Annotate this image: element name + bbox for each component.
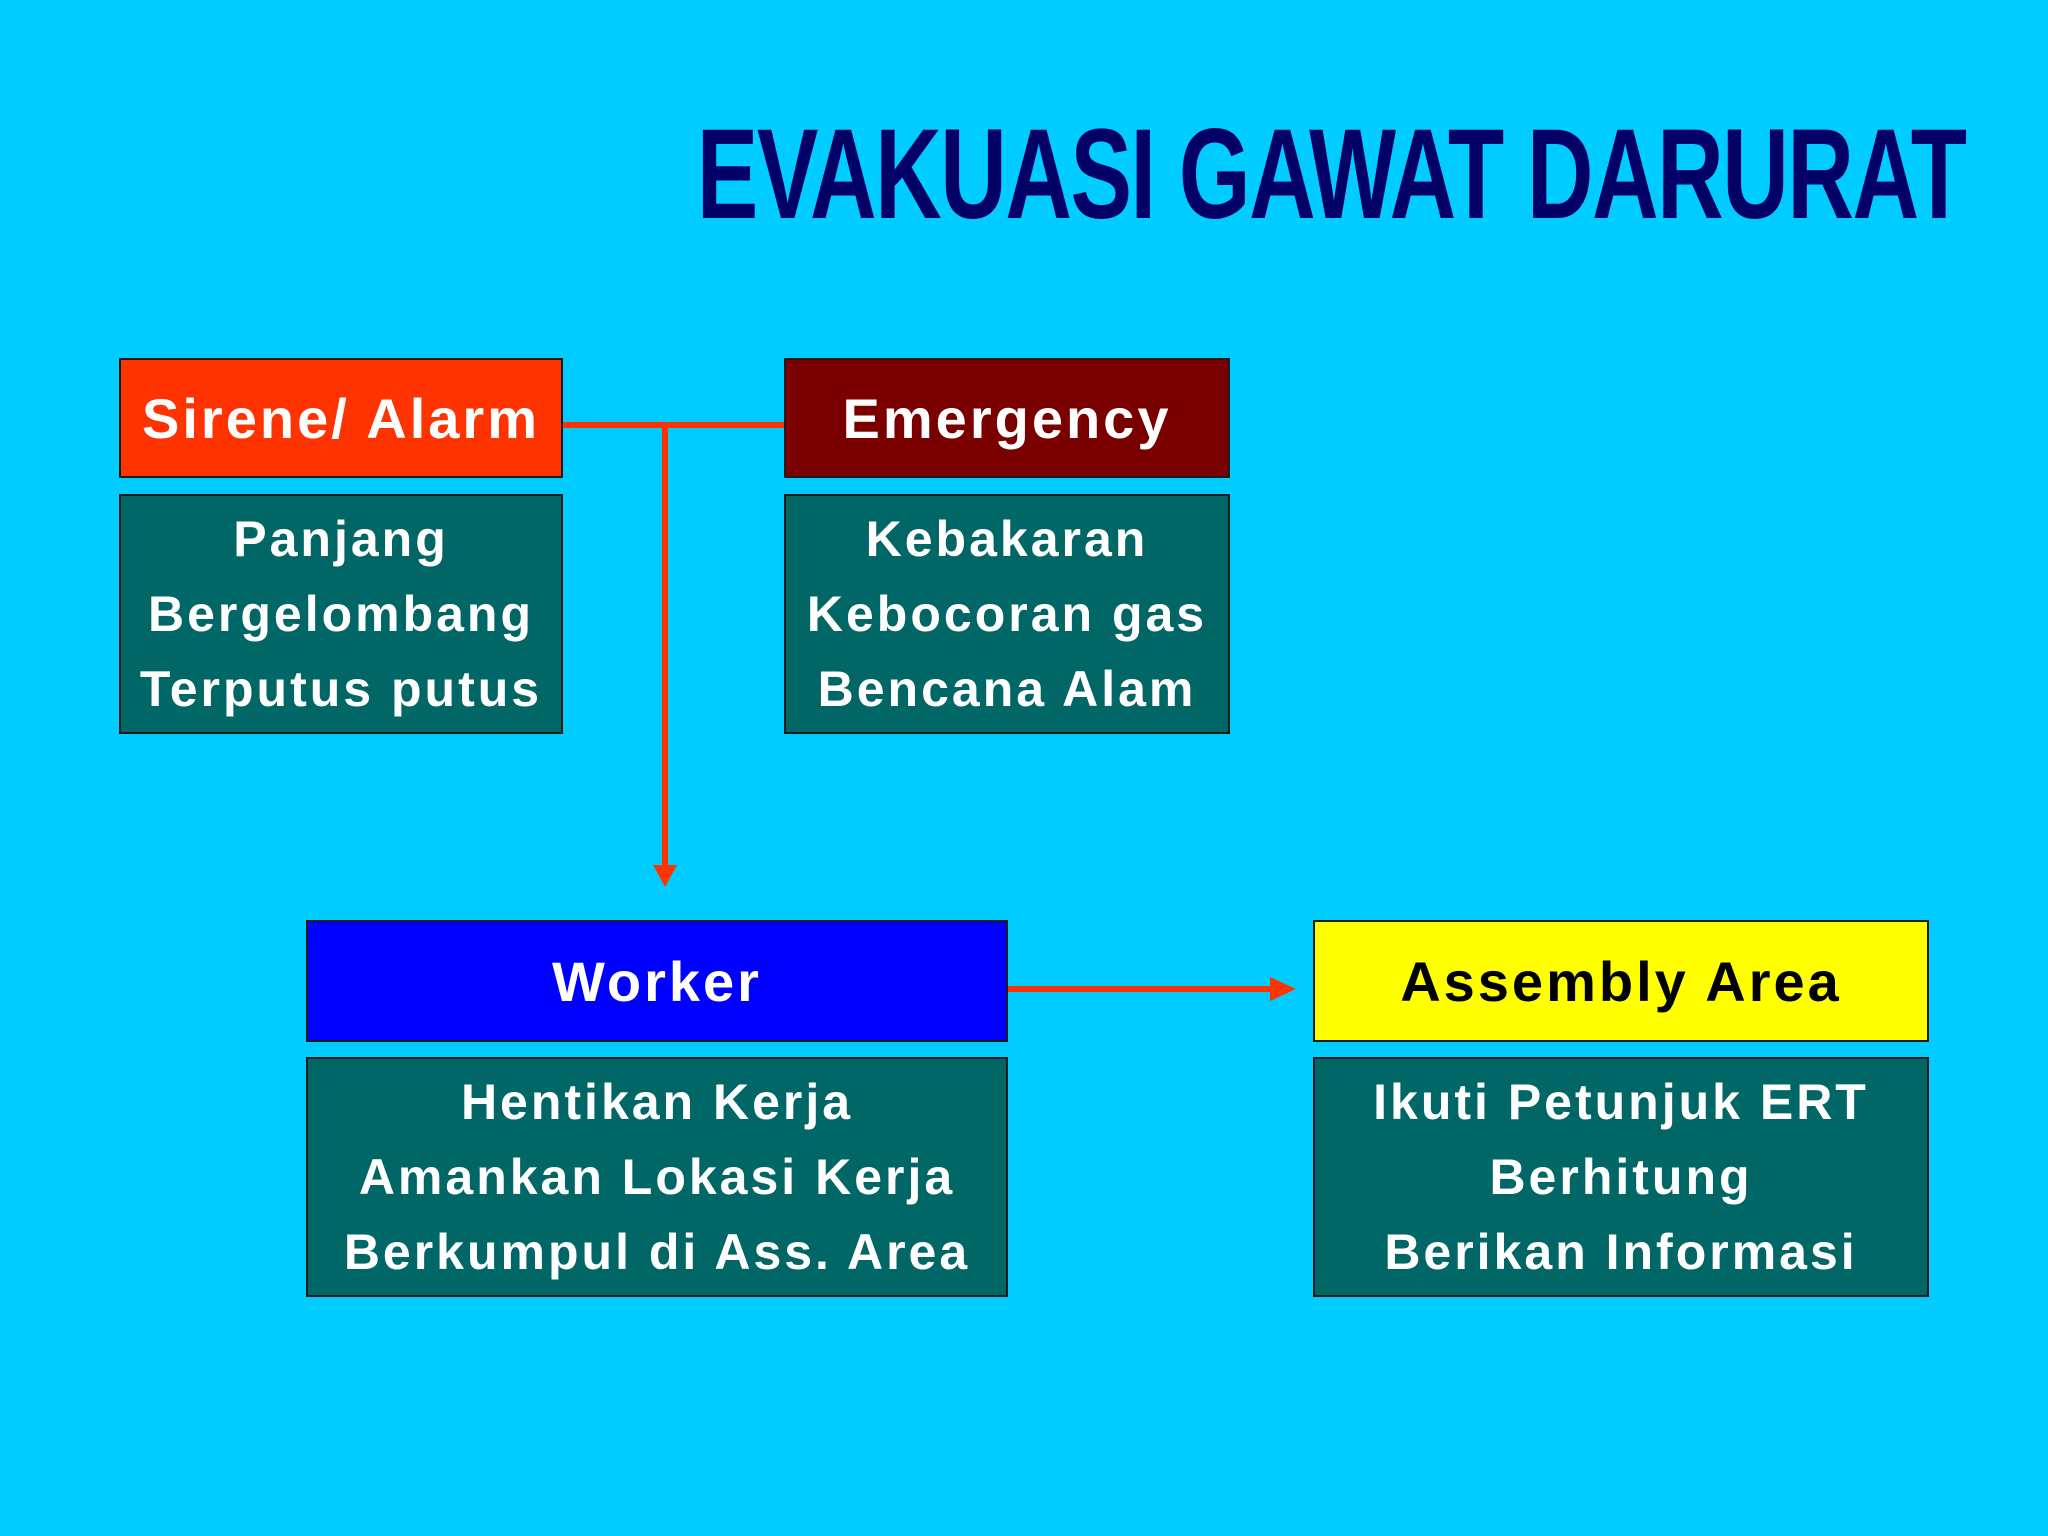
- assembly-item-ikuti: Ikuti Petunjuk ERT: [1373, 1073, 1869, 1130]
- emergency-item-bencana-alam: Bencana Alam: [817, 660, 1197, 717]
- worker-label: Worker: [552, 949, 762, 1013]
- emergency-label: Emergency: [842, 386, 1172, 450]
- sirene-item-panjang: Panjang: [233, 510, 449, 567]
- assembly-area-box: Assembly Area: [1313, 920, 1929, 1042]
- sirene-item-bergelombang: Bergelombang: [147, 585, 535, 642]
- arrowhead-down-icon: [653, 865, 677, 887]
- sirene-alarm-list: Panjang Bergelombang Terputus putus: [119, 494, 563, 734]
- emergency-item-kebakaran: Kebakaran: [865, 510, 1149, 567]
- worker-item-berkumpul: Berkumpul di Ass. Area: [343, 1223, 971, 1280]
- assembly-item-informasi: Berikan Informasi: [1384, 1223, 1858, 1280]
- assembly-item-berhitung: Berhitung: [1489, 1148, 1753, 1205]
- worker-item-amankan: Amankan Lokasi Kerja: [358, 1148, 956, 1205]
- worker-item-hentikan: Hentikan Kerja: [460, 1073, 854, 1130]
- arrowhead-right-icon: [1270, 977, 1296, 1001]
- worker-list: Hentikan Kerja Amankan Lokasi Kerja Berk…: [306, 1057, 1008, 1297]
- emergency-box: Emergency: [784, 358, 1230, 478]
- emergency-list: Kebakaran Kebocoran gas Bencana Alam: [784, 494, 1230, 734]
- assembly-area-list: Ikuti Petunjuk ERT Berhitung Berikan Inf…: [1313, 1057, 1929, 1297]
- worker-box: Worker: [306, 920, 1008, 1042]
- sirene-item-terputus: Terputus putus: [139, 660, 543, 717]
- emergency-item-kebocoran-gas: Kebocoran gas: [806, 585, 1208, 642]
- slide-title: EVAKUASI GAWAT DARURAT: [696, 103, 1967, 246]
- sirene-alarm-box: Sirene/ Alarm: [119, 358, 563, 478]
- assembly-area-label: Assembly Area: [1400, 949, 1842, 1013]
- sirene-alarm-label: Sirene/ Alarm: [142, 386, 540, 450]
